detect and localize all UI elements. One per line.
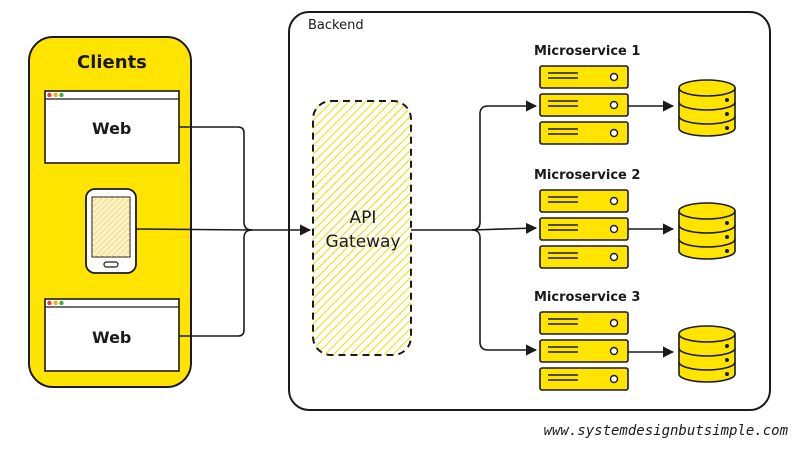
database-icon: [678, 79, 736, 137]
microservice-1-label: Microservice 1: [534, 44, 641, 59]
web-client-label: Web: [92, 119, 132, 138]
client-connectors: [135, 126, 312, 337]
server-icon: [539, 311, 629, 391]
api-gateway-label-line2: Gateway: [325, 232, 401, 252]
database-icon: [678, 325, 736, 383]
microservice-3-label: Microservice 3: [534, 290, 641, 305]
api-gateway-label: API Gateway: [313, 206, 413, 254]
clients-title: Clients: [77, 52, 147, 73]
api-gateway-label-line1: API: [349, 208, 377, 228]
mobile-phone-icon: [85, 188, 137, 274]
server-icon: [539, 189, 629, 269]
microservice-2-label: Microservice 2: [534, 168, 641, 183]
web-client-label: Web: [92, 328, 132, 347]
gateway-connectors: [411, 100, 538, 356]
backend-title: Backend: [308, 18, 364, 33]
database-icon: [678, 202, 736, 260]
footer-url: www.systemdesignbutsimple.com: [543, 423, 788, 439]
api-gateway: [312, 100, 412, 356]
server-icon: [539, 65, 629, 145]
